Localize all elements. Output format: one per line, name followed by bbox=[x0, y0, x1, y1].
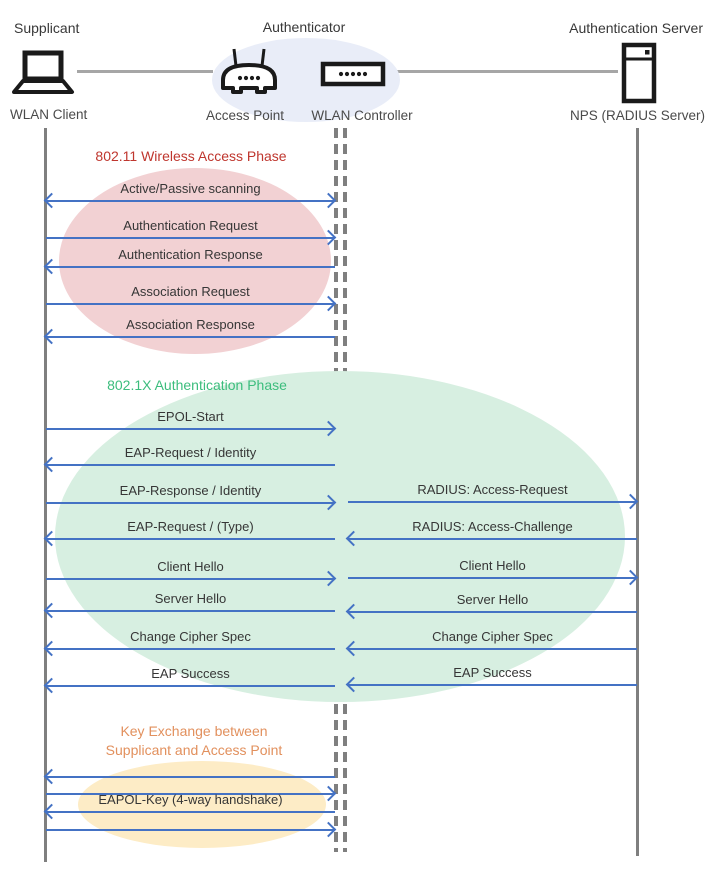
supplicant-lifeline bbox=[44, 128, 47, 862]
message-label: Association Request bbox=[131, 284, 250, 299]
wireless-access-phase-ellipse bbox=[59, 168, 331, 354]
message-arrow-line bbox=[46, 538, 335, 540]
authentication-server-lifeline bbox=[636, 128, 639, 856]
message-arrow-line bbox=[46, 610, 335, 612]
message-label: Client Hello bbox=[157, 559, 224, 574]
message-label: EAP-Response / Identity bbox=[119, 483, 262, 498]
authentication-server-role-label: Authentication Server bbox=[569, 20, 703, 36]
message-arrow-line bbox=[348, 577, 637, 579]
message-arrow-line bbox=[46, 811, 335, 813]
phase-title-line: 802.11 Wireless Access Phase bbox=[95, 148, 287, 164]
authenticator-role-label: Authenticator bbox=[262, 19, 346, 35]
message-label: RADIUS: Access-Request bbox=[417, 482, 568, 497]
wireless-access-phase-title: 802.11 Wireless Access Phase bbox=[41, 147, 341, 166]
message-arrow-line bbox=[46, 200, 335, 202]
wlan-controller-icon bbox=[320, 61, 386, 87]
message-label: Client Hello bbox=[459, 558, 526, 573]
message-arrow-line bbox=[46, 266, 335, 268]
message-arrow-line bbox=[46, 303, 335, 305]
message-arrow-line bbox=[46, 829, 335, 831]
nps-radius-server-label: NPS (RADIUS Server) bbox=[569, 108, 705, 123]
message-arrow-line bbox=[46, 776, 335, 778]
key-exchange-phase-ellipse bbox=[78, 761, 326, 848]
phase-title-line: 802.1X Authentication Phase bbox=[107, 377, 287, 393]
message-arrow-line bbox=[348, 538, 637, 540]
phase-title-line: Supplicant and Access Point bbox=[105, 742, 283, 758]
dot1x-authentication-phase-ellipse bbox=[55, 371, 625, 702]
message-label: Association Response bbox=[126, 317, 255, 332]
message-arrow-line bbox=[348, 648, 637, 650]
message-arrow-line bbox=[46, 428, 335, 430]
message-arrow-line bbox=[46, 237, 335, 239]
message-label: EAPOL-Key (4-way handshake) bbox=[98, 792, 283, 807]
message-arrow-line bbox=[46, 685, 335, 687]
message-arrow-line bbox=[348, 501, 637, 503]
message-label: RADIUS: Access-Challenge bbox=[412, 519, 573, 534]
message-label: Change Cipher Spec bbox=[130, 629, 251, 644]
message-arrow-line bbox=[46, 793, 335, 795]
server-icon bbox=[621, 42, 657, 104]
message-label: Authentication Response bbox=[118, 247, 263, 262]
message-label: EAP Success bbox=[151, 666, 230, 681]
message-arrow-line bbox=[46, 336, 335, 338]
message-label: Server Hello bbox=[154, 591, 227, 606]
access-point-icon bbox=[221, 48, 277, 94]
connector-line-left bbox=[77, 70, 213, 73]
laptop-icon bbox=[12, 50, 74, 94]
message-label: EAP-Request / (Type) bbox=[127, 519, 254, 534]
dot1x-authentication-phase-title: 802.1X Authentication Phase bbox=[47, 376, 347, 395]
access-point-label: Access Point bbox=[205, 108, 285, 123]
wlan-controller-label: WLAN Controller bbox=[311, 108, 413, 123]
message-arrow-line bbox=[348, 611, 637, 613]
message-label: EAP Success bbox=[453, 665, 532, 680]
message-arrow-line bbox=[46, 648, 335, 650]
connector-line-right bbox=[389, 70, 618, 73]
message-label: Active/Passive scanning bbox=[120, 181, 261, 196]
message-label: Authentication Request bbox=[123, 218, 258, 233]
message-arrow-line bbox=[46, 578, 335, 580]
message-label: Server Hello bbox=[456, 592, 529, 607]
wlan-client-label: WLAN Client bbox=[10, 107, 88, 122]
phase-title-line: Key Exchange between bbox=[120, 723, 268, 739]
message-arrow-line bbox=[46, 464, 335, 466]
message-label: Change Cipher Spec bbox=[432, 629, 553, 644]
message-label: EPOL-Start bbox=[157, 409, 224, 424]
supplicant-role-label: Supplicant bbox=[14, 20, 80, 36]
message-label: EAP-Request / Identity bbox=[124, 445, 257, 460]
message-arrow-line bbox=[46, 502, 335, 504]
message-arrow-line bbox=[348, 684, 637, 686]
